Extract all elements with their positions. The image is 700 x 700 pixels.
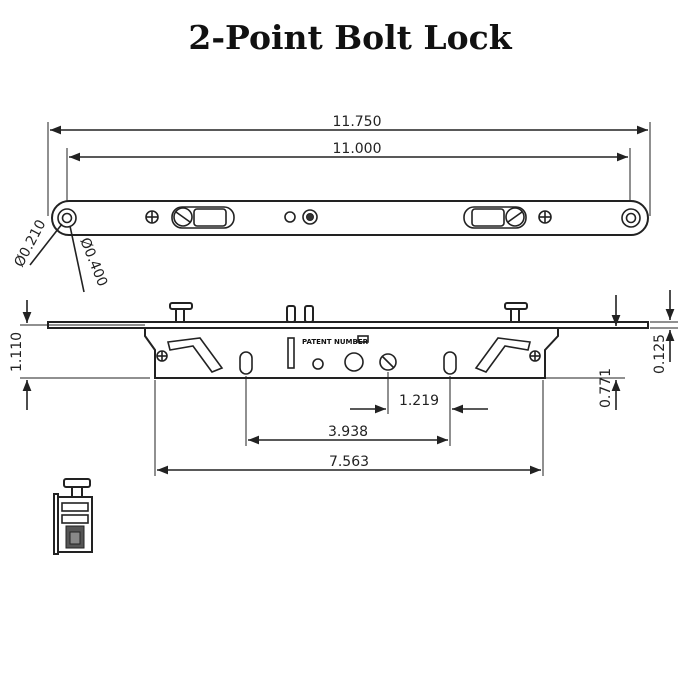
center-hole-core [306, 213, 314, 221]
faceplate [51, 200, 649, 236]
center-hole-small [284, 211, 296, 223]
end-view [53, 478, 93, 555]
overall-length-label: 11.750 [333, 114, 382, 130]
diameter-small-label: Ø0.210 [11, 217, 49, 270]
bolt-top-left [169, 302, 193, 323]
spindle-guide [287, 337, 295, 369]
side-view: PATENT NUMBER 1.110 0.771 0.125 1.219 3.… [9, 290, 678, 476]
center-pins [286, 305, 314, 323]
case-slot-left [239, 351, 253, 375]
hole-spacing-label: 11.000 [333, 141, 382, 157]
cam-screw [379, 353, 397, 371]
hole-left-inner [61, 212, 73, 224]
side-height-label: 1.110 [9, 332, 25, 372]
bolt-top-right [504, 302, 528, 323]
case-length-label: 7.563 [329, 454, 369, 470]
spacing-a-label: 1.219 [399, 393, 439, 409]
hole-right-inner [625, 212, 637, 224]
case-slot-right [443, 351, 457, 375]
top-view: 11.750 11.000 [11, 114, 651, 293]
patent-label: PATENT NUMBER [302, 338, 369, 346]
plate-thickness-label: 0.125 [652, 334, 668, 374]
bolt-arm-left [156, 337, 224, 373]
diameter-large-leader [69, 225, 85, 293]
hole-left-outer [57, 208, 77, 228]
diameter-small-leader [29, 223, 63, 266]
center-tab [357, 335, 369, 343]
diagram-title: 2-Point Bolt Lock [188, 18, 512, 57]
spacing-b-label: 3.938 [328, 424, 368, 440]
bolt-slot-left [171, 206, 235, 229]
spindle-screw [312, 358, 324, 370]
bolt-slot-right [463, 206, 527, 229]
spindle-hole [344, 352, 364, 372]
screw-right [538, 210, 552, 224]
bolt-offset-label: 0.771 [598, 368, 614, 408]
center-hole-large [302, 209, 318, 225]
bolt-arm-right [474, 337, 541, 373]
hole-right-outer [621, 208, 641, 228]
screw-left [145, 210, 159, 224]
